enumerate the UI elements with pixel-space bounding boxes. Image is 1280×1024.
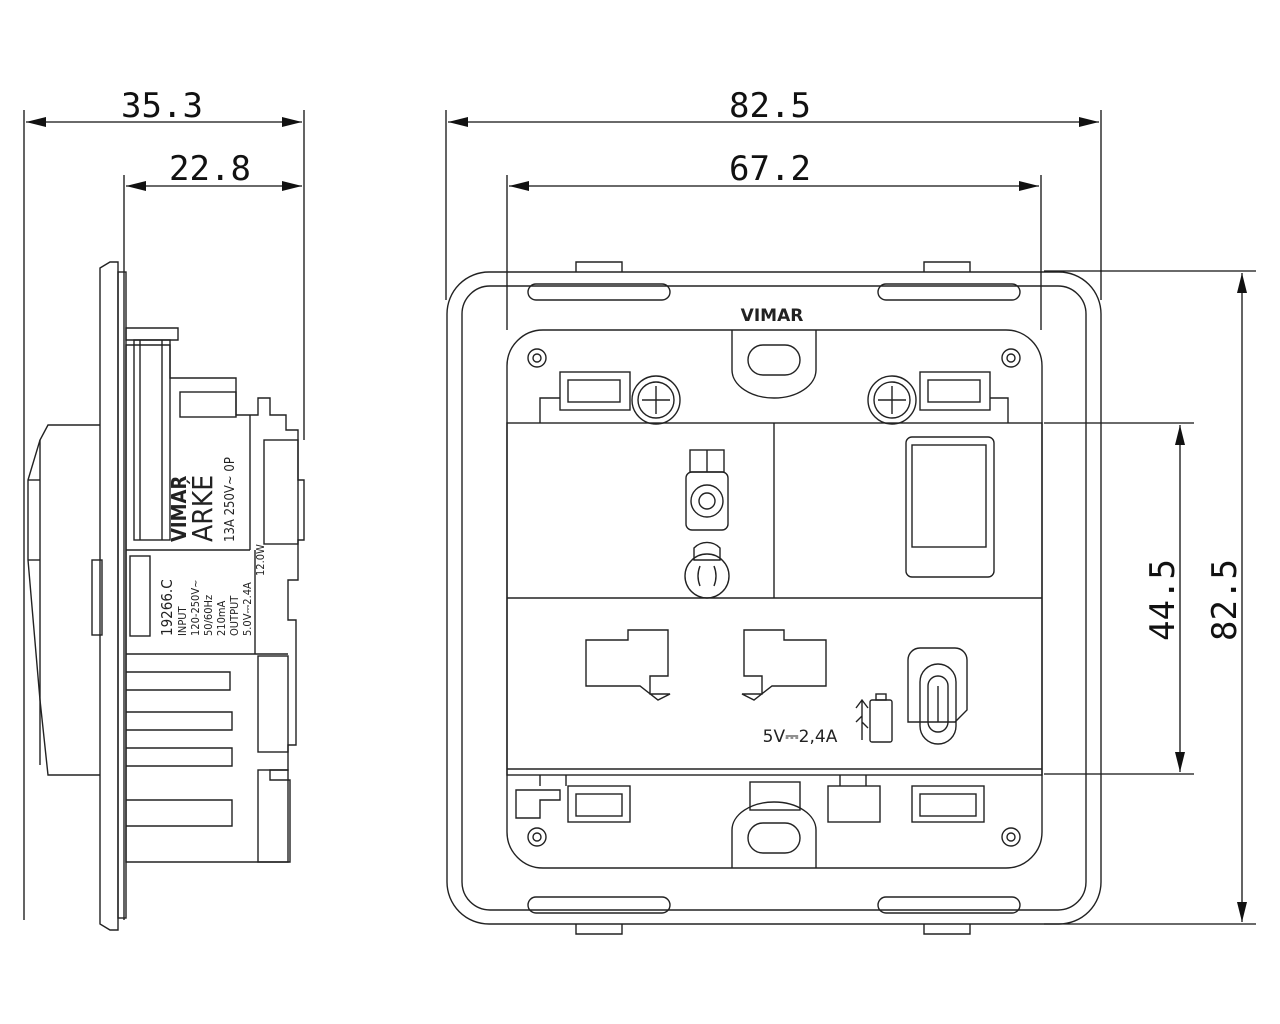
outer-plate [446,271,1102,925]
front-view [446,261,1102,935]
mechanism-support [506,329,1043,869]
side-cover-cap [27,424,100,776]
usb-rating-label: 5V⎓2,4A [763,727,838,747]
earth-pin-slot [684,449,730,599]
side-rating: 13A 250V~ 0P [223,457,238,542]
side-screw [125,327,179,341]
side-series: ARKÉ [185,475,219,542]
dim-label-front-inner-width: 67.2 [729,149,811,189]
dim-label-front-module-height: 44.5 [1143,559,1183,641]
mount-hole-br [1001,827,1021,847]
side-model: 19266.C [158,579,176,636]
side-spec-line7: 12.0W [254,544,267,576]
socket-slot-left [585,629,671,701]
side-spec-line3: 50/60Hz [202,595,215,636]
side-spec-line2: 120-250V~ [189,580,202,636]
side-spec-line5: OUTPUT [228,595,241,636]
front-dimensions [445,110,1256,925]
side-spec-line1: INPUT [176,605,189,636]
side-label-group: VIMAR ARKÉ 13A 250V~ 0P [167,457,238,542]
inner-frame [461,285,1087,911]
dim-label-front-overall-width: 82.5 [729,86,811,126]
mount-hole-tr [1001,348,1021,368]
pilot-rocker [905,436,995,578]
side-brand: VIMAR [167,476,191,542]
usb-c-port [907,647,968,745]
bottom-fixing-slot [747,822,801,854]
dim-label-side-depth: 22.8 [169,149,251,189]
side-spec-line4: 210mA [215,600,228,636]
side-view [27,261,305,931]
side-plate-frame [117,271,127,919]
side-dimensions [23,110,305,920]
socket-slot-right [741,629,827,701]
dim-label-side-overall: 35.3 [121,86,203,126]
side-spec-line6: 5.0V⎓2.4A [241,582,254,636]
top-fixing-slot [747,344,801,376]
mount-hole-bl [527,827,547,847]
brand-label: VIMAR [741,306,804,326]
dim-label-front-overall-height: 82.5 [1205,559,1245,641]
terminal-screw-left [631,375,681,425]
mount-hole-tl [527,348,547,368]
side-spec-group: 19266.C INPUT 120-250V~ 50/60Hz 210mA OU… [158,544,267,636]
side-terminals [126,655,289,863]
usb-charging-icon [855,693,893,743]
side-front-plate [99,261,119,931]
terminal-screw-right [867,375,917,425]
